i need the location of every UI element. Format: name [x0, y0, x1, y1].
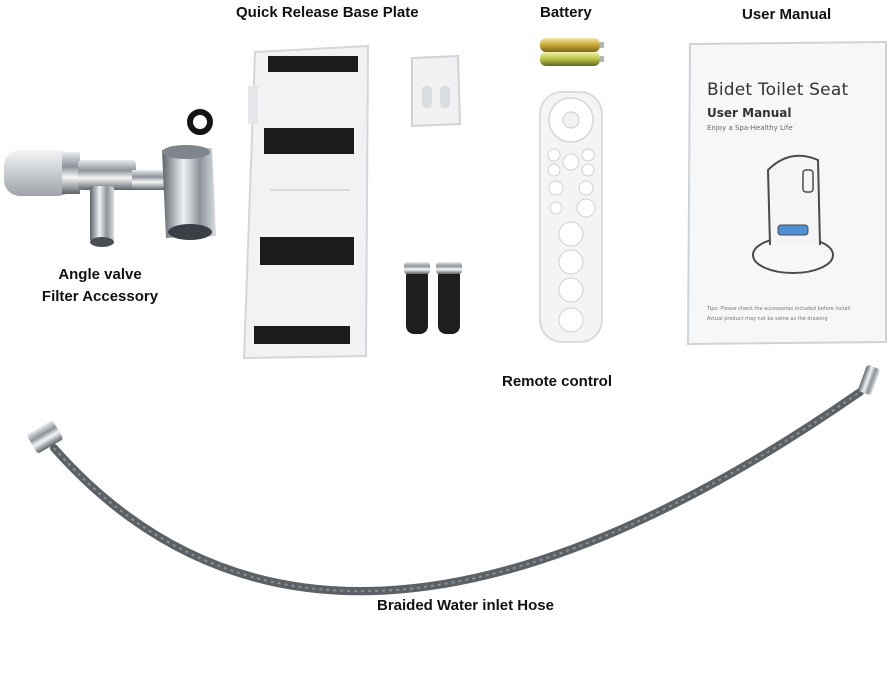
battery-2: [540, 52, 600, 66]
label-remote-control: Remote control: [502, 373, 613, 390]
label-angle-valve-line1: Angle valve: [58, 266, 142, 283]
filter-cap: [62, 152, 80, 194]
base-plate: [242, 44, 370, 360]
valve-outlet-end: [90, 237, 114, 247]
valve-tee-end: [168, 224, 212, 240]
manual-title: Bidet Toilet Seat: [707, 80, 849, 100]
label-angle-valve: Angle valve Filter Accessory: [20, 264, 180, 308]
batteries: [540, 38, 604, 66]
valve-tee: [162, 148, 216, 238]
plate-strip-1: [268, 56, 358, 72]
filter-glass: [4, 150, 74, 196]
user-manual-booklet: [686, 40, 887, 346]
angle-valve-filter: [4, 109, 216, 247]
plate-strip-2: [264, 128, 354, 154]
valve-body: [78, 160, 136, 190]
remote-button-1: [558, 221, 584, 247]
remote-button-2: [558, 249, 584, 275]
hose-fitting-right: [858, 365, 880, 395]
manual-tips-line2: Actual product may not be same as the dr…: [707, 316, 828, 322]
hose-nut-left: [27, 421, 63, 453]
seat-illustration: [752, 154, 834, 274]
label-battery: Battery: [540, 4, 592, 21]
anchor-right: [438, 268, 460, 334]
remote-button-4: [558, 307, 584, 333]
valve-tee-top: [162, 145, 210, 159]
plate-strip-3: [260, 237, 354, 265]
valve-outlet: [90, 186, 114, 242]
plate-strip-4: [254, 326, 350, 344]
plate-tab: [248, 86, 258, 124]
anchor-left: [406, 268, 428, 334]
label-user-manual: User Manual: [742, 6, 832, 23]
manual-tips-line1: Tips: Please check the accessories inclu…: [707, 306, 852, 312]
label-base-plate: Quick Release Base Plate: [236, 4, 419, 21]
manual-tagline: Enjoy a Spa-Healthy Life: [707, 124, 793, 132]
mount-bracket: [411, 54, 462, 128]
remote-button-3: [558, 277, 584, 303]
remote-control: [539, 91, 603, 343]
label-hose: Braided Water inlet Hose: [377, 597, 554, 614]
manual-subtitle: User Manual: [707, 106, 792, 120]
washer-ring: [187, 109, 213, 135]
rubber-anchors: [404, 262, 462, 334]
battery-1: [540, 38, 600, 52]
braided-hose: [27, 365, 880, 596]
label-angle-valve-line2: Filter Accessory: [41, 288, 159, 305]
